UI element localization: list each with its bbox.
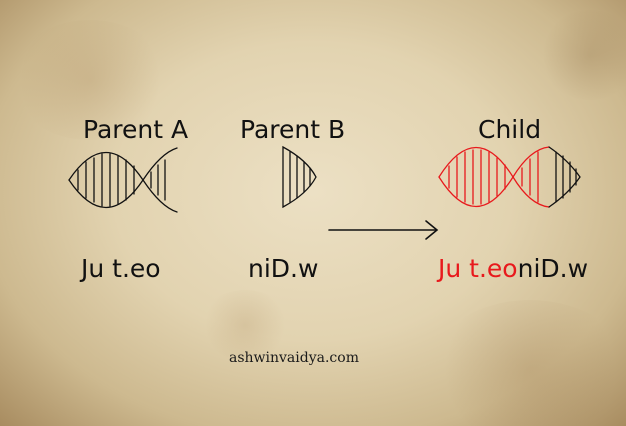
parent-a-sequence: Ju t.eo <box>81 254 161 283</box>
child-dna-helix-from-parent-b <box>548 146 581 208</box>
parent-b-dna-helix <box>282 145 317 209</box>
parent-b-title: Parent B <box>240 115 346 144</box>
child-sequence-from-parent-b: niD.w <box>517 254 589 283</box>
child-sequence-from-parent-a: Ju t.eo <box>438 254 518 283</box>
child-title: Child <box>478 115 542 144</box>
site-credit: ashwinvaidya.com <box>229 350 359 366</box>
child-sequence: Ju t.eoniD.w <box>438 256 588 281</box>
parent-a-dna-helix <box>68 147 178 213</box>
child-dna-helix-from-parent-a <box>438 146 550 208</box>
parent-b-sequence: niD.w <box>248 254 319 283</box>
inheritance-arrow <box>328 220 439 240</box>
parent-a-title: Parent A <box>83 115 189 144</box>
